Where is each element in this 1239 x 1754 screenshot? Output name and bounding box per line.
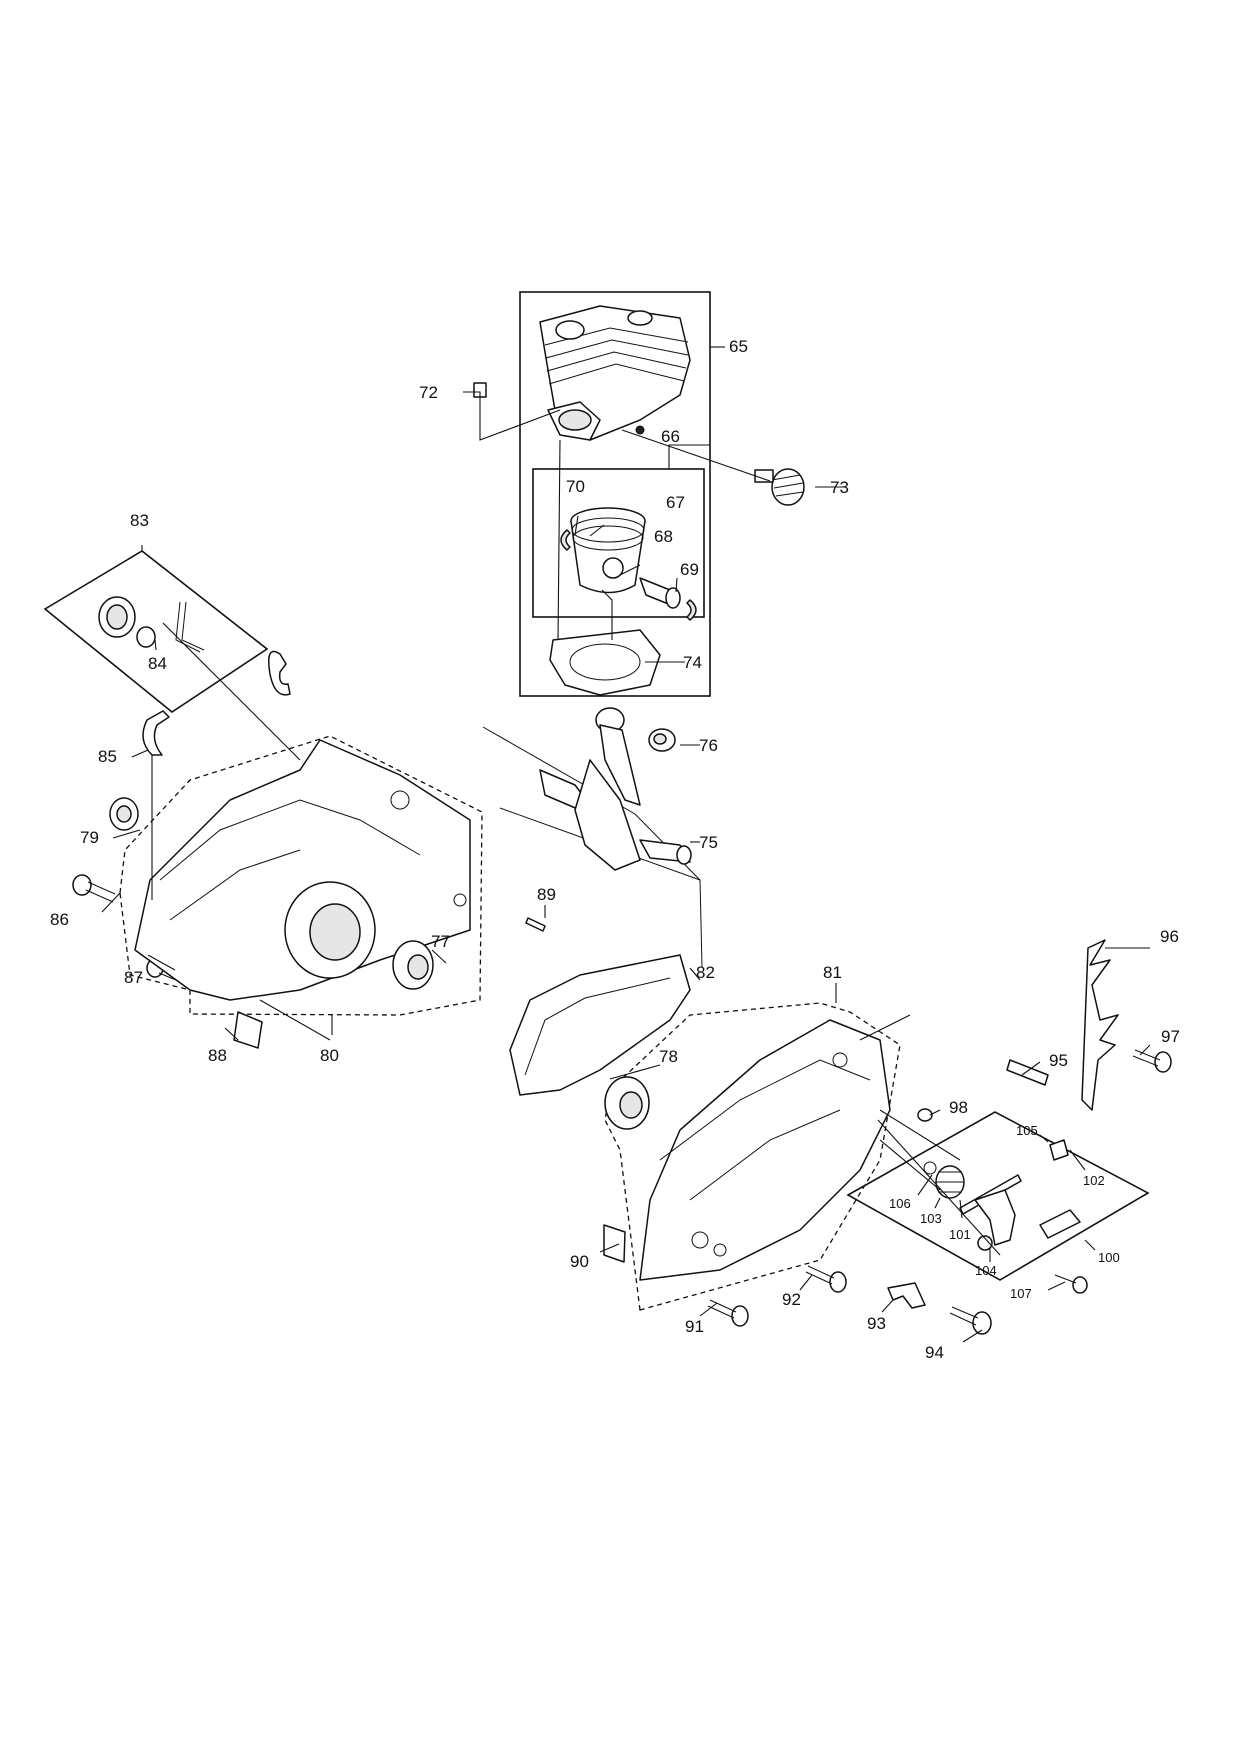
tensioner-nut-part [977,1235,993,1251]
label-78: 78 [659,1047,678,1066]
crankcase-left-part [134,739,471,1001]
label-69: 69 [680,560,699,579]
rubber-88-part [233,1011,263,1049]
label-87: 87 [124,968,143,987]
tensioner-clip-part [1039,1209,1081,1239]
tensioner-gear-part [935,1165,965,1199]
label-72: 72 [419,383,438,402]
washer-part [923,1161,937,1175]
label-102: 102 [1083,1173,1105,1188]
rubber-90-part [603,1224,626,1263]
label-82: 82 [696,963,715,982]
leader-lines [101,346,1151,1343]
label-88: 88 [208,1046,227,1065]
bearing-77-part [392,940,434,990]
label-84: 84 [148,654,167,673]
label-95: 95 [1049,1051,1068,1070]
label-93: 93 [867,1314,886,1333]
label-106: 106 [889,1196,911,1211]
label-104: 104 [975,1263,997,1278]
hose-clip-part [142,710,170,756]
label-67: 67 [666,493,685,512]
oil-pump-part [98,596,205,653]
label-83: 83 [130,511,149,530]
oil-seal-left-part [109,797,139,831]
label-103: 103 [920,1211,942,1226]
label-105: 105 [1016,1123,1038,1138]
screw-91-part [707,1299,749,1327]
label-76: 76 [699,736,718,755]
screw-94-part [949,1306,992,1335]
crankshaft-outline-2 [499,807,703,968]
label-90: 90 [570,1252,589,1271]
oil-pump-kit-box [43,550,269,713]
crankcase-right-part [639,1019,891,1281]
label-73: 73 [830,478,849,497]
circlip-left-part [560,529,571,551]
crankcase-left-outline [119,735,483,1016]
label-74: 74 [683,653,702,672]
chain-tensioner-kit-box [846,1111,1150,1281]
label-98: 98 [949,1098,968,1117]
label-81: 81 [823,963,842,982]
piston-part [570,507,646,594]
label-66: 66 [661,427,680,446]
cylinder-assembly-box [519,291,711,697]
label-101: 101 [949,1227,971,1242]
cylinder-part [539,305,691,441]
part-number-labels: 65 66 67 68 69 70 72 73 74 75 76 77 78 7… [50,337,1180,1362]
piston-pin-part [639,577,681,609]
label-79: 79 [80,828,99,847]
crankshaft-part [539,707,692,871]
crankcase-gasket-part [509,954,691,1096]
label-97: 97 [1161,1027,1180,1046]
piston-assembly-box [532,468,705,618]
spark-arrester-part [754,468,805,506]
screw-86-part [72,874,116,903]
pin-89-part [525,917,546,932]
stud-bolt-part [1006,1059,1049,1086]
label-68: 68 [654,527,673,546]
tensioner-bracket-part [974,1189,1016,1246]
bearing-78-part [604,1076,650,1130]
spike-bumper-part [1081,939,1119,1111]
label-89: 89 [537,885,556,904]
cylinder-gasket-part [549,629,661,696]
screw-97-part [1132,1049,1172,1073]
label-85: 85 [98,747,117,766]
label-65: 65 [729,337,748,356]
label-77: 77 [431,932,450,951]
circlip-right-part [686,599,697,621]
tensioner-plate-part [1049,1139,1069,1161]
label-75: 75 [699,833,718,852]
label-92: 92 [782,1290,801,1309]
label-70: 70 [566,477,585,496]
label-91: 91 [685,1317,704,1336]
clip-part [268,650,291,696]
nut-98-part [917,1108,933,1122]
label-80: 80 [320,1046,339,1065]
label-100: 100 [1098,1250,1120,1265]
label-107: 107 [1010,1286,1032,1301]
label-94: 94 [925,1343,944,1362]
label-86: 86 [50,910,69,929]
chain-guide-93-part [887,1282,926,1309]
screw-107-part [1054,1274,1088,1294]
crankcase-right-outline [604,1002,901,1311]
label-96: 96 [1160,927,1179,946]
needle-bearing-part [648,728,676,752]
screw-92-part [805,1265,847,1293]
